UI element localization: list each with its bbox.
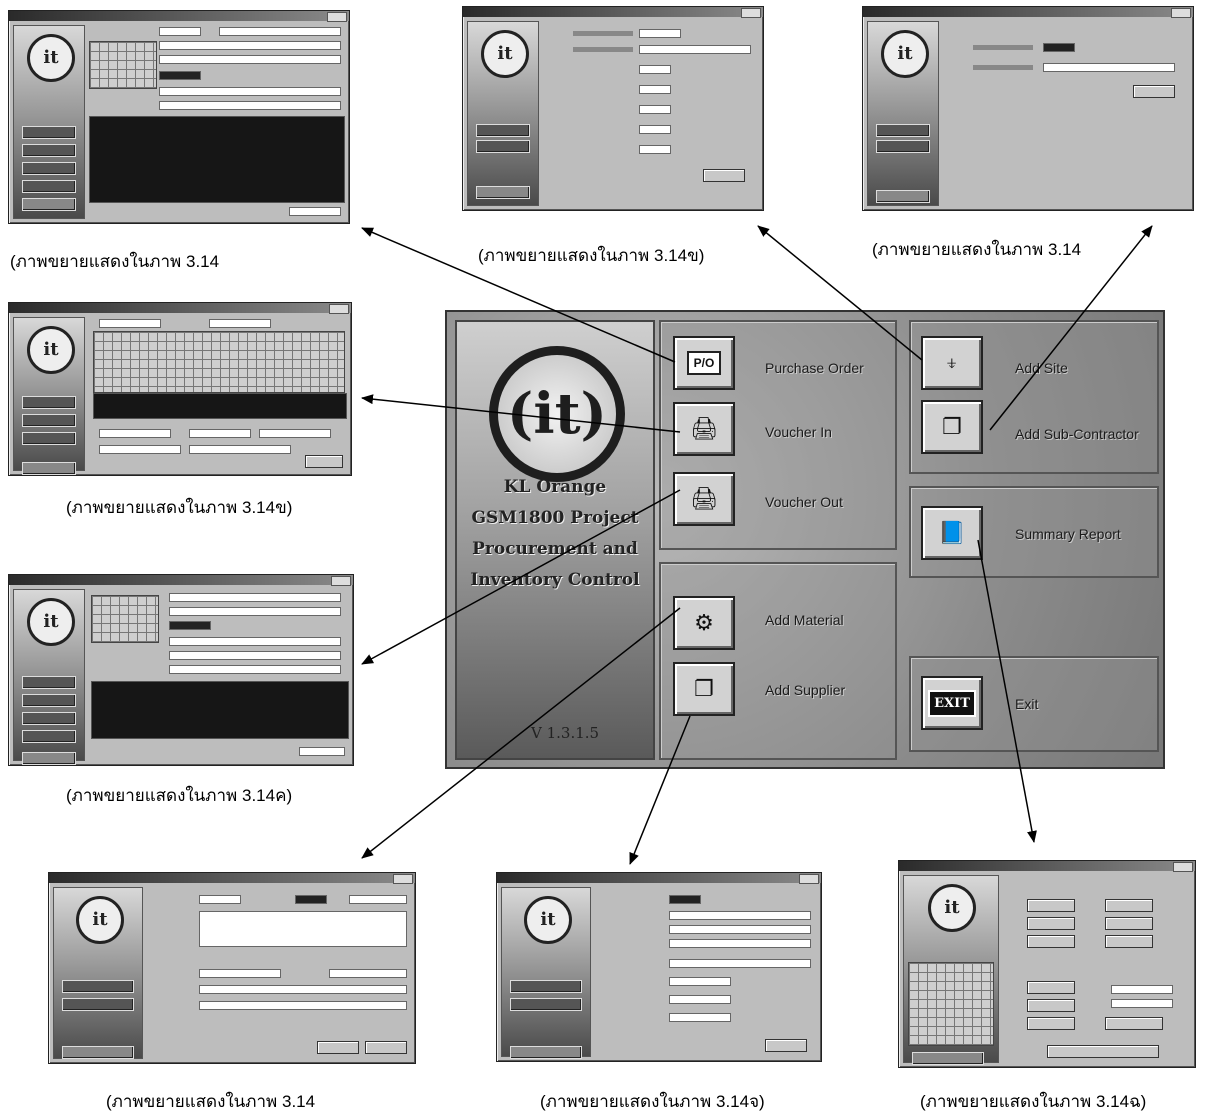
project-title-line-4: Inventory Control xyxy=(470,570,640,590)
summary-report-button[interactable]: 📘 xyxy=(921,506,983,560)
copy-document-icon: ❐ xyxy=(942,414,962,439)
thumbnail-summary-report-window: it xyxy=(898,860,1196,1068)
voucher-out-label[interactable]: Voucher Out xyxy=(765,494,843,510)
add-subcontractor-button[interactable]: ❐ xyxy=(921,400,983,454)
exit-icon: EXIT xyxy=(928,689,976,717)
project-title: KL Orange GSM1800 Project Procurement an… xyxy=(457,472,653,596)
arrow-add-site xyxy=(757,225,923,361)
logo-icon: it xyxy=(27,326,75,374)
logo-icon: it xyxy=(481,30,529,78)
company-logo-icon: (it) xyxy=(489,346,625,482)
panel-master-data xyxy=(659,562,897,760)
voucher-in-label[interactable]: Voucher In xyxy=(765,424,832,440)
logo-icon: it xyxy=(76,896,124,944)
order-items-grid xyxy=(89,116,345,203)
arrow-summary-report xyxy=(977,539,1037,843)
gear-sun-icon: ⚙ xyxy=(694,610,714,635)
add-material-label[interactable]: Add Material xyxy=(765,612,844,628)
thumbnail-voucher-out-window: it xyxy=(8,574,354,766)
arrow-purchase-order xyxy=(361,227,676,363)
summary-report-label[interactable]: Summary Report xyxy=(1015,526,1121,542)
thumbnail-add-site-window: it xyxy=(462,6,764,211)
arrow-voucher-in xyxy=(361,394,681,433)
project-title-line-3: Procurement and xyxy=(472,539,638,559)
window-side-panel: it xyxy=(13,25,85,219)
logo-icon: it xyxy=(524,896,572,944)
exit-button[interactable]: EXIT xyxy=(921,676,983,730)
thumbnail-add-material-window: it xyxy=(48,872,416,1064)
arrow-add-supplier xyxy=(629,715,691,865)
printer-stack-icon: 🖨 xyxy=(690,486,718,511)
book-report-icon: 📘 xyxy=(938,520,966,545)
arrow-add-subcontractor xyxy=(989,225,1153,431)
add-subcontractor-label[interactable]: Add Sub-Contractor xyxy=(1015,426,1139,442)
caption-top-right: (ภาพขยายแสดงในภาพ 3.14 xyxy=(872,240,1082,259)
printer-stack-icon: 🖨 xyxy=(690,416,718,441)
logo-icon: it xyxy=(27,34,75,82)
caption-top-left: (ภาพขยายแสดงในภาพ 3.14 xyxy=(10,252,220,271)
add-site-label[interactable]: Add Site xyxy=(1015,360,1068,376)
voucher-out-button[interactable]: 🖨 xyxy=(673,472,735,526)
arrow-voucher-out xyxy=(361,489,681,665)
purchase-order-button[interactable]: P/O xyxy=(673,336,735,390)
caption-mid-left-2: (ภาพขยายแสดงในภาพ 3.14ค) xyxy=(66,786,293,805)
copy-document-icon: ❐ xyxy=(694,676,714,701)
add-supplier-button[interactable]: ❐ xyxy=(673,662,735,716)
thumbnail-add-supplier-window: it xyxy=(496,872,822,1062)
add-supplier-label[interactable]: Add Supplier xyxy=(765,682,846,698)
caption-mid-left-1: (ภาพขยายแสดงในภาพ 3.14ข) xyxy=(66,498,293,517)
po-document-icon: P/O xyxy=(686,351,722,375)
logo-icon: it xyxy=(928,884,976,932)
window-titlebar xyxy=(9,11,349,21)
add-material-button[interactable]: ⚙ xyxy=(673,596,735,650)
logo-icon: it xyxy=(27,598,75,646)
caption-bottom-center: (ภาพขยายแสดงในภาพ 3.14จ) xyxy=(540,1092,765,1111)
panel-exit xyxy=(909,656,1159,752)
exit-label[interactable]: Exit xyxy=(1015,696,1039,712)
window-controls xyxy=(327,12,347,22)
main-side-panel: (it) KL Orange GSM1800 Project Procureme… xyxy=(455,320,655,760)
calendar-grid xyxy=(89,41,157,89)
purchase-order-label[interactable]: Purchase Order xyxy=(765,360,864,376)
site-marker-icon: ⍖ xyxy=(945,350,959,375)
caption-top-center: (ภาพขยายแสดงในภาพ 3.14ข) xyxy=(478,246,705,265)
project-title-line-2: GSM1800 Project xyxy=(471,508,639,528)
version-label: V 1.3.1.5 xyxy=(531,724,600,742)
caption-bottom-left: (ภาพขยายแสดงในภาพ 3.14 xyxy=(106,1092,316,1111)
thumbnail-purchase-order-window: it xyxy=(8,10,350,224)
voucher-in-button[interactable]: 🖨 xyxy=(673,402,735,456)
arrow-add-material xyxy=(361,607,681,859)
add-site-button[interactable]: ⍖ xyxy=(921,336,983,390)
caption-bottom-right: (ภาพขยายแสดงในภาพ 3.14ฉ) xyxy=(920,1092,1147,1111)
logo-icon: it xyxy=(881,30,929,78)
main-menu-window: (it) KL Orange GSM1800 Project Procureme… xyxy=(445,310,1165,769)
thumbnail-add-subcontractor-window: it xyxy=(862,6,1194,211)
thumbnail-voucher-in-window: it xyxy=(8,302,352,476)
project-title-line-1: KL Orange xyxy=(503,477,607,497)
